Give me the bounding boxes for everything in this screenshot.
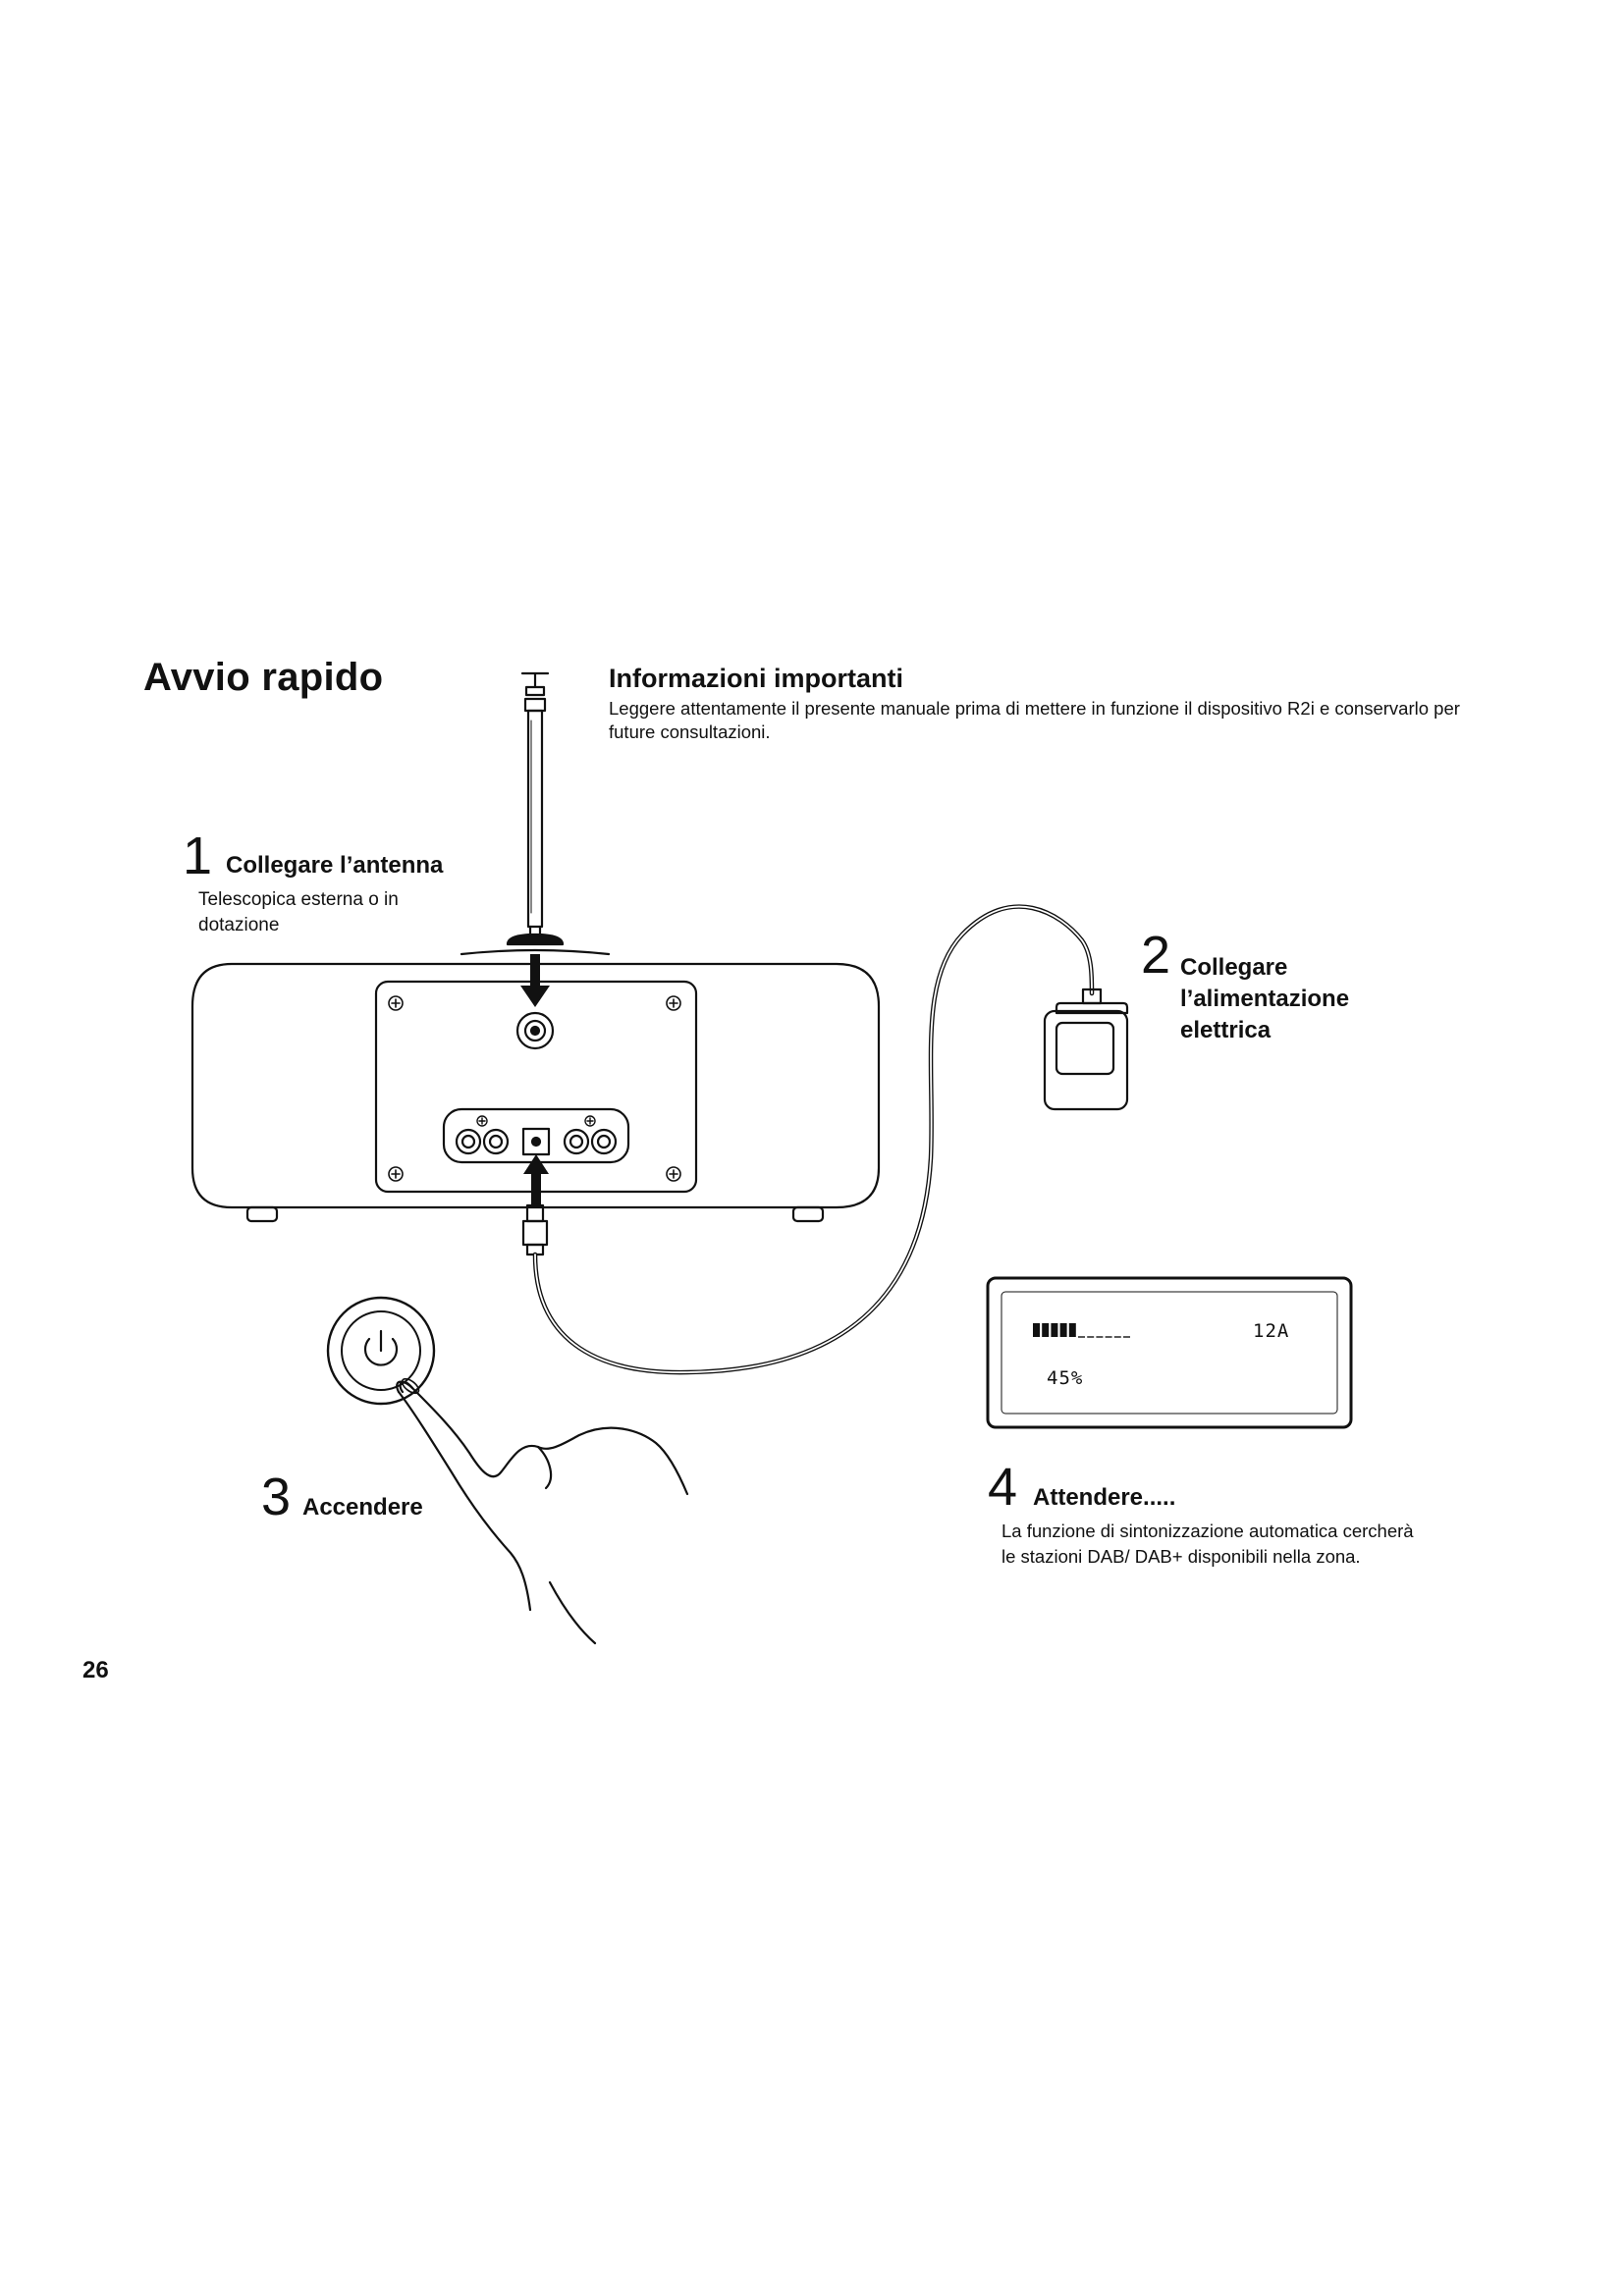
page-number: 26 xyxy=(82,1657,109,1683)
info-title: Informazioni importanti xyxy=(609,664,903,693)
power-button-icon xyxy=(326,1296,436,1406)
antenna-icon xyxy=(506,671,565,946)
power-adapter-icon xyxy=(1043,988,1129,1111)
step-1-description: Telescopica esterna o in dotazione xyxy=(198,889,399,935)
step-1-number: 1 xyxy=(183,827,213,885)
hand-icon xyxy=(396,1377,689,1645)
lcd-percent: 45% xyxy=(1047,1367,1083,1389)
arrow-down-icon xyxy=(520,954,550,1007)
lcd-segment-filled xyxy=(1068,1323,1076,1337)
step-2-number: 2 xyxy=(1141,926,1171,985)
lcd-segment-filled xyxy=(1042,1323,1050,1337)
lcd-segment-filled xyxy=(1051,1323,1058,1337)
arrow-up-icon xyxy=(523,1154,549,1205)
step-2-title: Collegare l’alimentazione elettrica xyxy=(1180,954,1350,1043)
power-cable xyxy=(521,904,1095,1375)
step-4-description: La funzione di sintonizzazione automatic… xyxy=(1001,1521,1414,1567)
lcd-channel: 12A xyxy=(1253,1320,1289,1342)
step-4-number: 4 xyxy=(988,1458,1018,1517)
step-3-number: 3 xyxy=(261,1468,292,1526)
page-title: Avvio rapido xyxy=(143,656,384,699)
lcd-segment-filled xyxy=(1033,1323,1040,1337)
info-text: Leggere attentamente il presente manuale… xyxy=(609,698,1460,742)
lcd-display xyxy=(986,1276,1353,1429)
radio-back-panel xyxy=(190,948,881,1223)
step-4-title: Attendere..... xyxy=(1033,1484,1176,1511)
lcd-segment-filled xyxy=(1059,1323,1067,1337)
step-3-title: Accendere xyxy=(302,1494,423,1521)
lcd-progress-bar xyxy=(1033,1323,1130,1338)
step-1-title: Collegare l’antenna xyxy=(226,852,444,879)
